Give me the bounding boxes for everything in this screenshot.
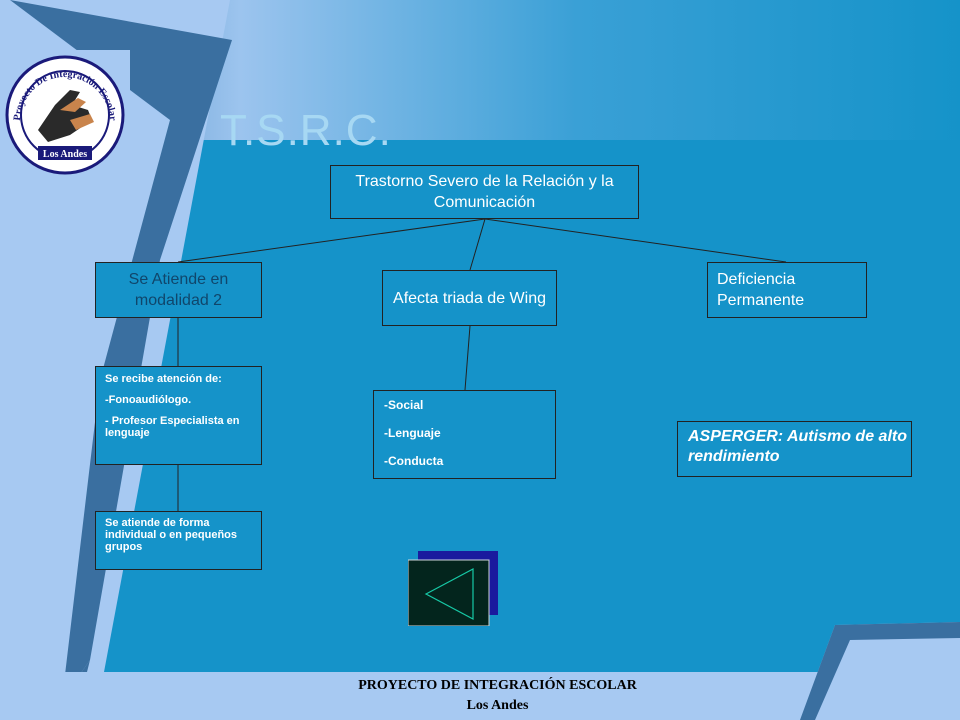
footer-line-1: PROYECTO DE INTEGRACIÓN ESCOLAR bbox=[358, 678, 637, 693]
triada-list-node: -Social -Lenguaje -Conducta bbox=[373, 390, 556, 479]
atencion-item: -Fonoaudiólogo. bbox=[105, 394, 192, 406]
slide-title: T.S.R.C. bbox=[220, 106, 392, 155]
atencion-heading: Se recibe atención de: bbox=[105, 373, 222, 385]
back-triangle-icon bbox=[407, 551, 498, 627]
modalidad-node: Se Atiende en modalidad 2 bbox=[95, 262, 262, 318]
bottom-light-band bbox=[0, 672, 960, 720]
logo-seal-icon: Proyecto De Integración Escolar Los Ande… bbox=[5, 55, 125, 175]
connector-root-triada bbox=[469, 218, 486, 271]
connector-root-deficiencia bbox=[484, 218, 787, 263]
atencion-item: - Profesor Especialista en lenguaje bbox=[105, 415, 240, 439]
connector-triada-list bbox=[464, 325, 471, 391]
right-dark-swoosh bbox=[800, 622, 960, 720]
triada-item: -Conducta bbox=[384, 454, 444, 468]
grupos-node: Se atiende de forma individual o en pequ… bbox=[95, 511, 262, 570]
root-node: Trastorno Severo de la Relación y la Com… bbox=[330, 165, 639, 219]
atencion-node: Se recibe atención de: -Fonoaudiólogo. -… bbox=[95, 366, 262, 465]
left-dark-swoosh bbox=[10, 0, 232, 700]
back-button[interactable] bbox=[407, 551, 500, 627]
triada-item: -Social bbox=[384, 398, 424, 412]
connector-root-modalidad bbox=[177, 218, 486, 263]
asperger-node: ASPERGER: Autismo de alto rendimiento bbox=[677, 421, 912, 477]
triada-node: Afecta triada de Wing bbox=[382, 270, 557, 326]
svg-text:Los Andes: Los Andes bbox=[43, 149, 87, 160]
footer-line-2: Los Andes bbox=[466, 698, 529, 713]
logo: Proyecto De Integración Escolar Los Ande… bbox=[0, 50, 130, 180]
deficiencia-node: Deficiencia Permanente bbox=[707, 262, 867, 318]
triada-item: -Lenguaje bbox=[384, 426, 441, 440]
